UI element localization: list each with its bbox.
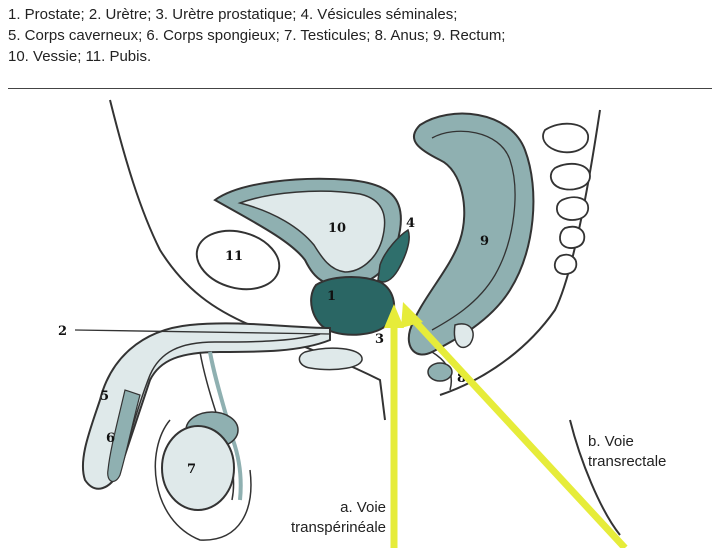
legend-line-1: 1. Prostate; 2. Urètre; 3. Urètre prosta… [8, 4, 712, 25]
separator-line [8, 88, 712, 89]
transrectal-label: b. Voie transrectale [588, 432, 666, 472]
rectum [409, 114, 534, 355]
anus [428, 363, 452, 381]
transperineal-label: a. Voie transpérinéale [256, 498, 386, 538]
label-1: 1 [327, 289, 336, 304]
label-2: 2 [58, 324, 67, 339]
perineal-bulb [299, 348, 362, 369]
transrectal-label-line-1: b. Voie [588, 432, 666, 452]
legend-line-2: 5. Corps caverneux; 6. Corps spongieux; … [8, 25, 712, 46]
label-3: 3 [375, 332, 384, 347]
label-9: 9 [480, 234, 489, 249]
label-4: 4 [406, 216, 415, 231]
testicle [162, 426, 234, 510]
anatomy-diagram: 1 2 3 4 5 6 7 8 9 10 11 [0, 90, 720, 548]
transperineal-label-line-1: a. Voie [256, 498, 386, 518]
legend-line-3: 10. Vessie; 11. Pubis. [8, 46, 712, 67]
label-6: 6 [106, 431, 115, 446]
prostate [311, 277, 394, 335]
label-7: 7 [187, 462, 196, 477]
sacrum [543, 124, 590, 274]
anal-sphincter [454, 324, 473, 348]
label-5: 5 [100, 389, 109, 404]
label-11: 11 [225, 249, 243, 264]
transrectal-label-line-2: transrectale [588, 452, 666, 472]
legend: 1. Prostate; 2. Urètre; 3. Urètre prosta… [8, 4, 712, 67]
transperineal-label-line-2: transpérinéale [256, 518, 386, 538]
label-10: 10 [328, 221, 346, 236]
